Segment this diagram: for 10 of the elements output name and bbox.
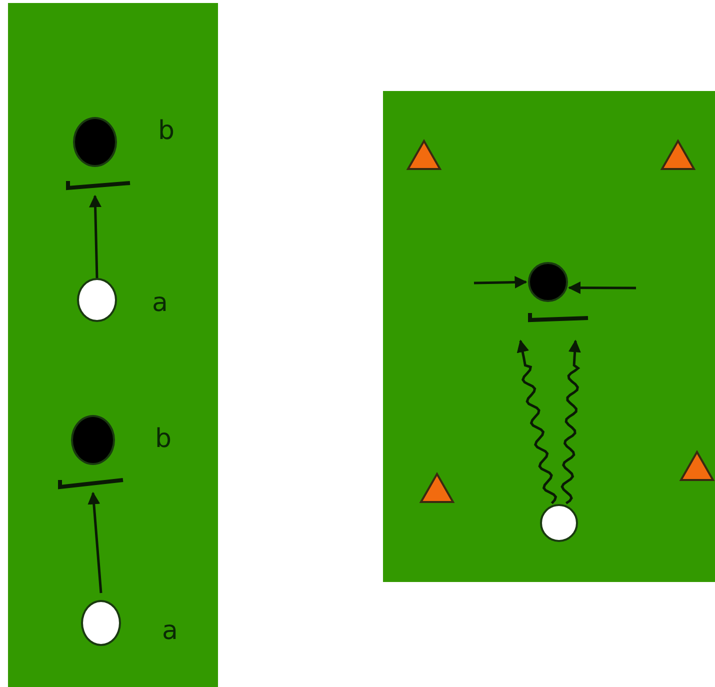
dribble-arrow — [560, 340, 581, 504]
arrow — [88, 492, 102, 594]
arrow — [474, 276, 528, 288]
player-letter: b — [155, 426, 172, 452]
dribble-arrow — [516, 340, 558, 504]
arrow — [89, 194, 102, 278]
arrow — [568, 282, 636, 294]
player-letter: a — [152, 290, 168, 316]
player-letter: a — [162, 618, 178, 644]
player-letter: b — [158, 118, 175, 144]
